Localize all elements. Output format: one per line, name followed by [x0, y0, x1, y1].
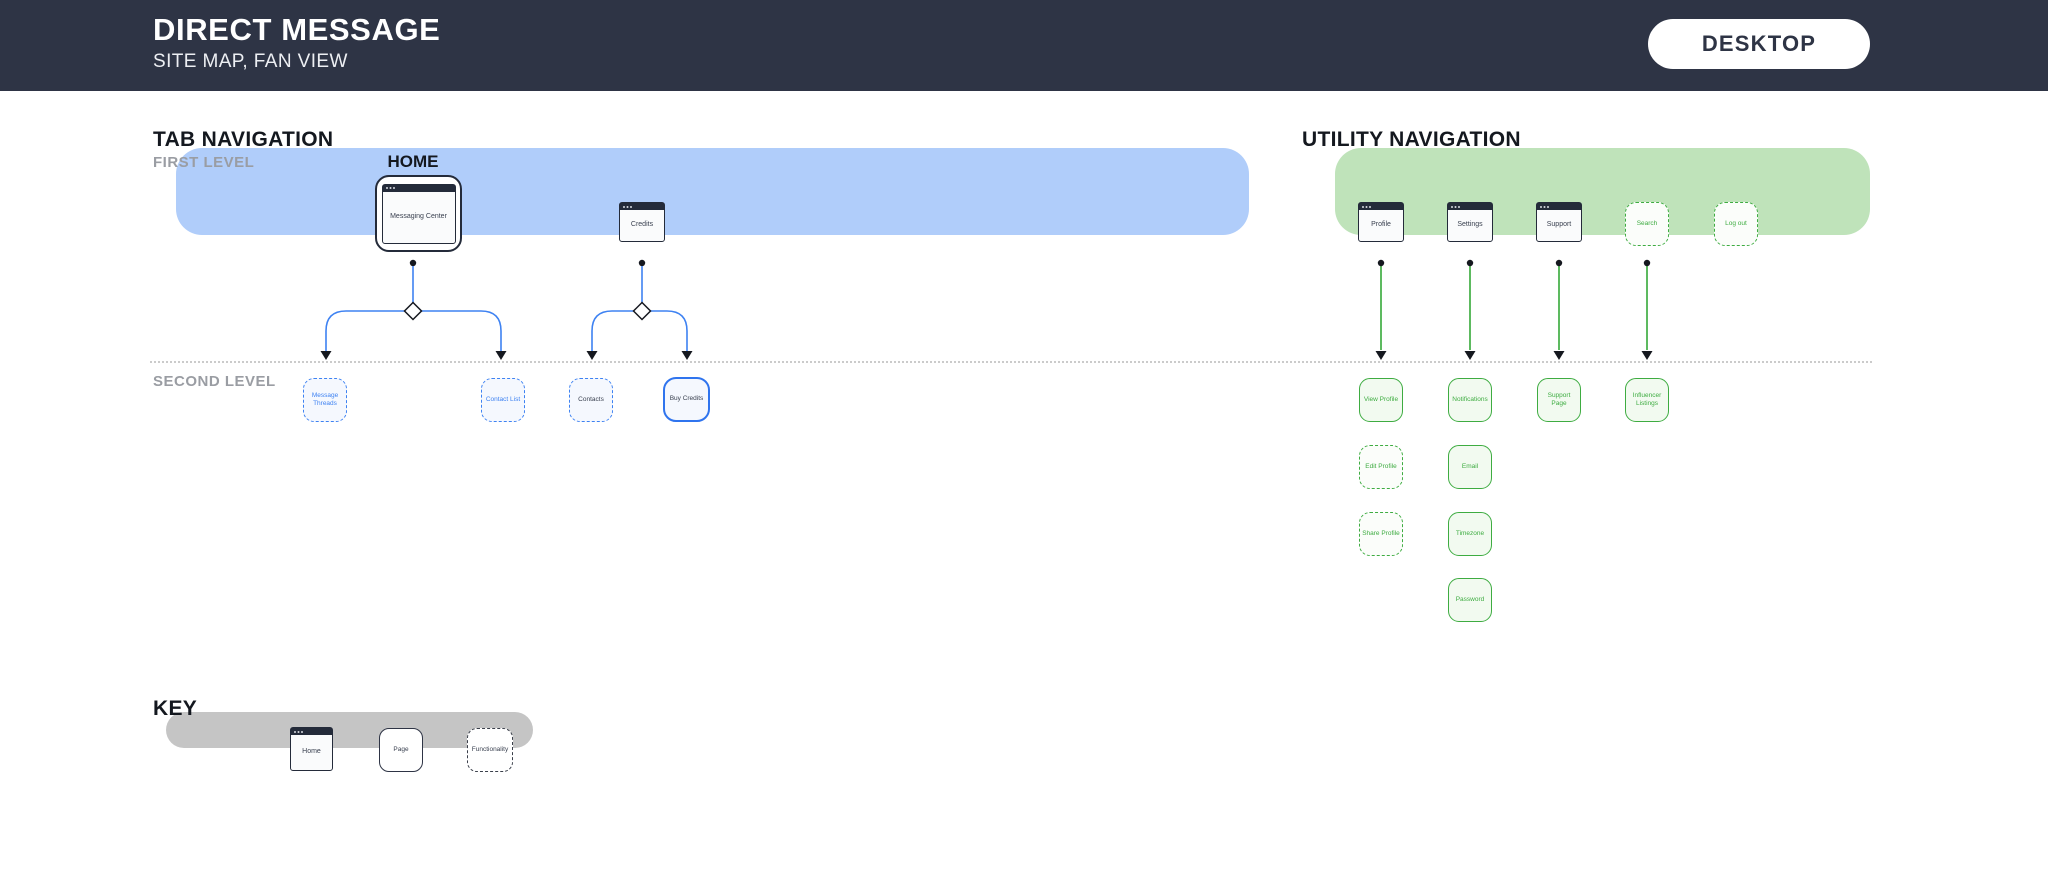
key-heading: KEY: [153, 697, 198, 720]
browser-titlebar: [382, 184, 455, 192]
tab-navigation-heading: TAB NAVIGATION: [153, 128, 334, 151]
window-dots-icon: [1540, 205, 1542, 208]
support-label: Support: [1537, 210, 1581, 241]
level-separator-line: [150, 361, 1872, 363]
tab-navigation-band: [176, 148, 1249, 235]
browser-titlebar: [1359, 203, 1403, 210]
node-view-profile: View Profile: [1359, 378, 1403, 422]
window-dots-icon: [1451, 205, 1453, 208]
key-home-node: Home: [290, 727, 333, 771]
credits-node: Credits: [619, 202, 665, 242]
browser-titlebar: [1537, 203, 1581, 210]
browser-titlebar: [1448, 203, 1492, 210]
node-notifications: Notifications: [1448, 378, 1492, 422]
node-buy-credits: Buy Credits: [663, 377, 710, 422]
credits-label: Credits: [620, 210, 664, 241]
node-password: Password: [1448, 578, 1492, 622]
node-influencer-listings: Influencer Listings: [1625, 378, 1669, 422]
page-title: DIRECT MESSAGE: [153, 12, 441, 47]
utility-navigation-band: [1335, 148, 1870, 235]
browser-titlebar: [291, 728, 332, 735]
profile-node: Profile: [1358, 202, 1404, 242]
node-contacts: Contacts: [569, 378, 613, 422]
node-timezone: Timezone: [1448, 512, 1492, 556]
home-node-title: HOME: [387, 152, 439, 171]
home-node: Messaging Center: [375, 175, 462, 252]
utility-navigation-heading: UTILITY NAVIGATION: [1302, 128, 1521, 151]
page-subtitle: SITE MAP, FAN VIEW: [153, 51, 348, 72]
support-node: Support: [1536, 202, 1582, 242]
node-email: Email: [1448, 445, 1492, 489]
search-node: Search: [1625, 202, 1669, 246]
node-support-page: Support Page: [1537, 378, 1581, 422]
node-contact-list: Contact List: [481, 378, 525, 422]
first-level-label: FIRST LEVEL: [153, 154, 255, 171]
window-dots-icon: [1362, 205, 1364, 208]
window-dots-icon: [385, 187, 388, 189]
settings-label: Settings: [1448, 210, 1492, 241]
browser-titlebar: [620, 203, 664, 210]
profile-label: Profile: [1359, 210, 1403, 241]
key-functionality-node: Functionality: [467, 728, 513, 772]
home-page-label: Messaging Center: [382, 191, 455, 243]
node-share-profile: Share Profile: [1359, 512, 1403, 556]
window-dots-icon: [623, 205, 625, 208]
desktop-badge[interactable]: DESKTOP: [1648, 19, 1870, 69]
second-level-label: SECOND LEVEL: [153, 373, 276, 390]
browser-window-icon: Messaging Center: [381, 183, 456, 244]
header-bar: DIRECT MESSAGE SITE MAP, FAN VIEW DESKTO…: [0, 0, 2048, 91]
settings-node: Settings: [1447, 202, 1493, 242]
key-page-node: Page: [379, 728, 423, 772]
node-message-threads: Message Threads: [303, 378, 347, 422]
logout-node: Log out: [1714, 202, 1758, 246]
window-dots-icon: [294, 730, 296, 733]
key-home-label: Home: [291, 735, 332, 770]
node-edit-profile: Edit Profile: [1359, 445, 1403, 489]
